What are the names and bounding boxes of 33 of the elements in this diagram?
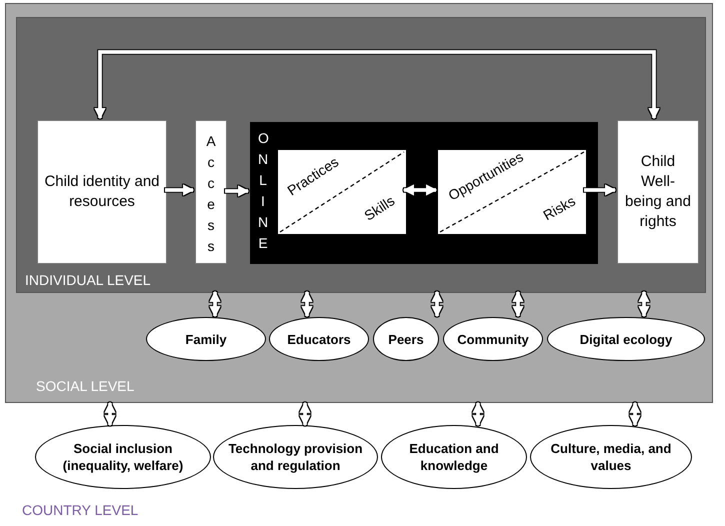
node-label: Family bbox=[184, 330, 228, 348]
node-label: Digital ecology bbox=[578, 330, 674, 348]
vertical-label: ONLINE bbox=[258, 129, 270, 253]
node-label: Peers bbox=[387, 330, 425, 348]
level-panel bbox=[5, 3, 713, 403]
process-box bbox=[195, 120, 227, 264]
level-label: INDIVIDUAL LEVEL bbox=[25, 272, 151, 288]
node-label: Risks bbox=[540, 192, 578, 224]
level-label: SOCIAL LEVEL bbox=[36, 378, 134, 394]
process-box bbox=[617, 120, 699, 264]
node-label: Technology provision and regulation bbox=[227, 440, 364, 474]
process-box bbox=[37, 120, 167, 264]
double-arrow bbox=[94, 50, 660, 120]
online-panel bbox=[250, 122, 598, 264]
level-label: COUNTRY LEVEL bbox=[22, 502, 138, 518]
vertical-label: Access bbox=[206, 132, 218, 256]
arrow bbox=[165, 184, 194, 196]
double-arrow bbox=[210, 290, 220, 318]
node-label: Social inclusion (inequality, welfare) bbox=[62, 440, 184, 474]
node-label: Educators bbox=[286, 330, 352, 348]
node-label: Skills bbox=[362, 192, 398, 224]
node-label: Education and knowledge bbox=[408, 440, 500, 474]
double-arrow bbox=[302, 290, 312, 318]
double-arrow bbox=[638, 290, 650, 318]
double-arrow bbox=[432, 290, 442, 318]
arrow bbox=[584, 184, 616, 196]
arrow bbox=[225, 186, 250, 196]
node-label: Culture, media, and values bbox=[550, 440, 672, 474]
level-panel bbox=[16, 17, 706, 293]
node-label: Child Well-being and rights bbox=[624, 152, 692, 232]
double-arrow bbox=[512, 290, 524, 318]
node-label: Community bbox=[456, 330, 530, 348]
node-label: Child identity and resources bbox=[43, 172, 161, 212]
